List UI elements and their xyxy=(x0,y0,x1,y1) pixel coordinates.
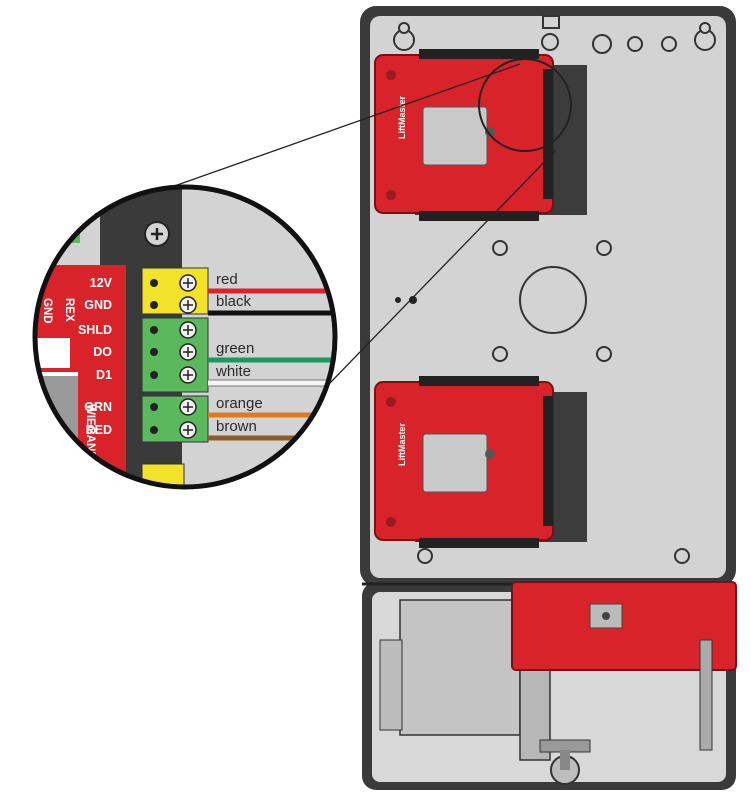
control-board-bottom: LiftMaster xyxy=(374,376,587,548)
rex-label: REX xyxy=(63,298,75,322)
wiegand-label: WIEGAND xyxy=(84,404,96,460)
wire-label: orange xyxy=(216,395,263,412)
wire-label: black xyxy=(216,293,252,310)
wire-label: white xyxy=(215,363,251,380)
knockout xyxy=(519,266,587,334)
terminal-row-12v: 12V red xyxy=(90,271,335,294)
terminal-row-d1: D1 white xyxy=(96,363,335,387)
pin-label: GND xyxy=(84,298,112,312)
pin-label: SHLD xyxy=(78,323,112,337)
pin-label: 12V xyxy=(90,276,113,290)
pin-label: GRN xyxy=(84,400,112,414)
mounting-holes xyxy=(393,22,716,564)
pin-label: DO xyxy=(93,345,112,359)
wire-label: red xyxy=(216,271,238,288)
board-brand-top: LiftMaster xyxy=(397,95,407,139)
pin-label: RED xyxy=(86,423,112,437)
terminal-row-do: DO green xyxy=(93,340,335,363)
terminal-row-grn: GRN orange xyxy=(84,395,335,418)
board-brand-bottom: LiftMaster xyxy=(397,422,407,466)
wire-label: brown xyxy=(216,418,257,435)
wire-label: green xyxy=(216,340,254,357)
gnd-label: GND xyxy=(41,298,53,324)
lid-mechanism xyxy=(379,581,737,785)
pin-label: D1 xyxy=(96,368,112,382)
terminal-row-shld: SHLD xyxy=(78,321,197,339)
control-board-top: LiftMaster xyxy=(374,49,587,221)
zoom-target-circle xyxy=(478,58,572,152)
terminal-row-gnd: GND black xyxy=(84,293,335,316)
lid-board xyxy=(511,581,737,671)
